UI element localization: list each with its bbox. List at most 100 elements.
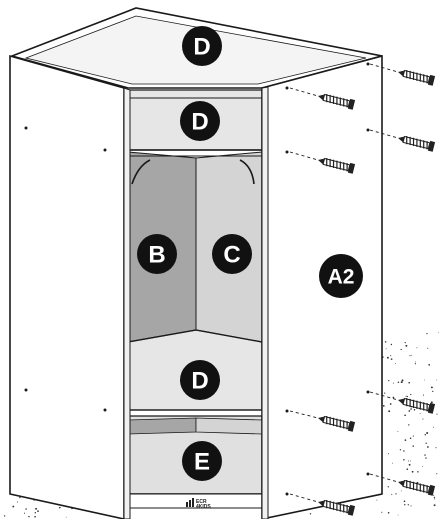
speckle-dot [28,515,30,518]
bottom-back-right [195,417,263,435]
hook-left [131,159,151,185]
speckle-dot [3,515,6,517]
speckle-dot [392,396,395,399]
speckle-dot [403,459,405,461]
speckle-dot [435,447,437,449]
speckle-dot [381,511,383,513]
speckle-dot [408,424,410,426]
speckle-dot [411,470,414,473]
speckle-dot [390,355,392,357]
speckle-dot [412,435,414,437]
speckle-dot [434,498,436,500]
speckle-dot [425,457,427,459]
speckle-dot [425,442,427,444]
left-side-edge [123,87,131,519]
speckle-dot [416,347,418,349]
screw-icon [318,93,356,110]
logo-line1: ECR [196,499,207,505]
speckle-dot [59,506,61,509]
speckle-dot [390,358,393,360]
speckle-dot [404,341,406,344]
speckle-dot [424,454,426,456]
speckle-dot [397,430,399,432]
speckle-dot [65,516,67,518]
speckle-dot [407,504,409,506]
speckle-dot [408,410,411,412]
screws [318,69,436,516]
screw-icon [398,135,436,152]
label-top-panel: D [182,26,222,66]
speckle-dot [410,393,412,396]
label-upper-shelf: D [180,101,220,141]
speckle-dot [384,341,387,343]
label-right-back-text: C [223,242,240,269]
speckle-dot [34,515,36,518]
speckle-dot [400,348,402,351]
speckle-dot [25,508,27,510]
speckle-dot [424,433,427,436]
right-panel-holes [285,62,370,496]
speckle-dot [400,381,403,384]
speckle-dot [399,449,402,451]
speckle-dot [427,446,429,448]
speckle-dot [436,413,438,415]
speckle-dot [436,379,438,381]
speckle-dot [427,347,429,349]
label-lower-shelf: D [180,360,220,400]
speckle-dot [405,395,407,397]
speckle-dot [432,426,434,428]
bottom-back-left [127,417,197,435]
label-side-panel-text: A2 [328,266,355,289]
speckle-dot [403,500,406,503]
speckle-dot [410,354,412,356]
speckle-dot [410,505,412,507]
speckle-dot [401,379,404,382]
speckle-dot [397,514,399,516]
speckle-dot [422,394,425,396]
speckle-dot [16,501,18,503]
label-left-back: B [137,234,177,274]
speckle-dot [413,409,416,411]
label-top-panel-text: D [193,34,210,61]
screw-icon [318,499,356,516]
speckle-dot [404,414,406,417]
speckle-dot [387,453,390,455]
speckle-dot [391,493,393,495]
speckle-dot [408,463,411,466]
speckle-dot [417,471,419,473]
speckle-dot [309,513,312,515]
speckle-dot [388,379,390,382]
right-side-edge [261,86,269,519]
left-panel-holes [24,126,107,412]
label-upper-shelf-text: D [191,109,208,136]
speckle-dot [395,362,396,364]
speckle-dot [432,390,434,393]
speckle-dot [388,410,391,413]
speckle-dot [414,363,417,365]
speckle-dot [414,361,416,363]
speckle-dot [410,460,412,462]
speckle-dot [37,510,39,512]
label-side-panel: A2 [319,254,363,298]
speckle-dot [426,333,428,335]
speckle-dot [407,460,409,462]
speckle-dot [411,407,413,409]
base-strip [127,493,263,509]
speckle-dot [412,445,414,447]
speckle-dot [376,499,378,501]
speckle-dot [433,504,436,507]
label-left-back-text: B [148,242,165,269]
speckle-dot [422,465,424,467]
speckle-dot [23,512,26,514]
speckle-dot [426,432,429,434]
speckle-dot [422,418,424,420]
speckle-dot [410,408,412,410]
speckle-dot [19,496,21,499]
label-bottom-panel: E [182,441,222,481]
speckle-dot [430,401,433,404]
screw-icon [318,415,356,432]
speckle-dot [406,395,409,398]
speckle-dot [389,403,392,405]
speckle-dot [404,439,407,441]
